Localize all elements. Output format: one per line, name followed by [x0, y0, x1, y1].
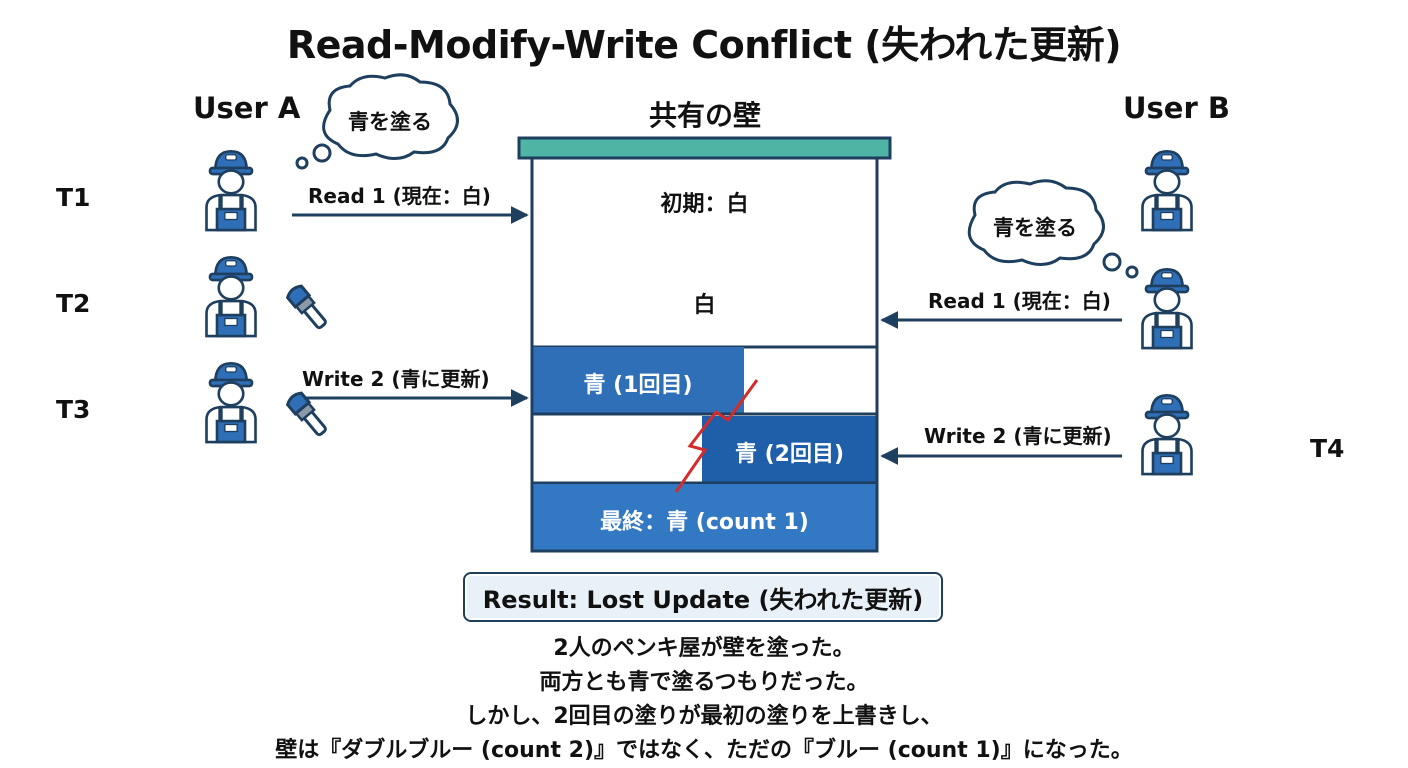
time-label-t3: T3 — [56, 395, 91, 424]
worker-b-idle-icon — [1143, 151, 1192, 230]
worker-a-t2-icon — [207, 257, 256, 336]
time-label-t2: T2 — [56, 289, 91, 318]
time-label-t1: T1 — [56, 183, 91, 212]
wall-final-label: 最終：青 (count 1) — [600, 510, 809, 535]
arrow-label-a-read: Read 1 (現在：白) — [308, 184, 491, 208]
shared-wall — [517, 136, 892, 553]
worker-b-t4-icon — [1143, 395, 1192, 474]
arrow-label-a-write: Write 2 (青に更新) — [302, 367, 490, 391]
user-a-label: User A — [193, 91, 301, 125]
worker-a-t3-icon — [207, 363, 256, 442]
thought-bubble-a — [295, 73, 459, 170]
thought-bubble-b — [967, 179, 1139, 279]
wall-blue-first-label: 青 (1回目) — [583, 373, 693, 398]
wall-blue-first-band — [532, 347, 744, 414]
thought-text-a: 青を塗る — [348, 110, 432, 134]
paint-brush-icon — [284, 283, 332, 333]
time-label-t4: T4 — [1310, 434, 1345, 463]
thought-text-b: 青を塗る — [993, 216, 1077, 240]
wall-blue-second-band — [702, 416, 877, 483]
wall-title: 共有の壁 — [648, 99, 761, 132]
description-line: 両方とも青で塗るつもりだった。 — [539, 670, 869, 695]
wall-initial-label: 初期：白 — [660, 192, 749, 217]
worker-b-t1-icon — [1143, 269, 1192, 348]
user-b-label: User B — [1123, 91, 1230, 125]
description-line: しかし、2回目の塗りが最初の塗りを上書きし、 — [465, 704, 943, 729]
conflict-lightning-icon — [674, 379, 759, 493]
wall-blue-second-label: 青 (2回目) — [734, 442, 845, 467]
description-line: 壁は『ダブルブルー (count 2)』ではなく、ただの『ブルー (count … — [275, 738, 1133, 763]
arrow-label-b-read: Read 1 (現在：白) — [928, 289, 1111, 313]
arrow-label-b-write: Write 2 (青に更新) — [924, 424, 1112, 448]
description-line: 2人のペンキ屋が壁を塗った。 — [553, 636, 855, 661]
result-text: Result: Lost Update (失われた更新) — [482, 585, 924, 614]
wall-final-band — [532, 484, 877, 550]
diagram-title: Read-Modify-Write Conflict (失われた更新) — [286, 23, 1122, 67]
worker-a-t1-icon — [207, 151, 256, 230]
description: 2人のペンキ屋が壁を塗った。 両方とも青で塗るつもりだった。 しかし、2回目の塗… — [200, 632, 1208, 768]
wall-white-label: 白 — [693, 293, 716, 318]
result-box: Result: Lost Update (失われた更新) — [463, 572, 943, 622]
